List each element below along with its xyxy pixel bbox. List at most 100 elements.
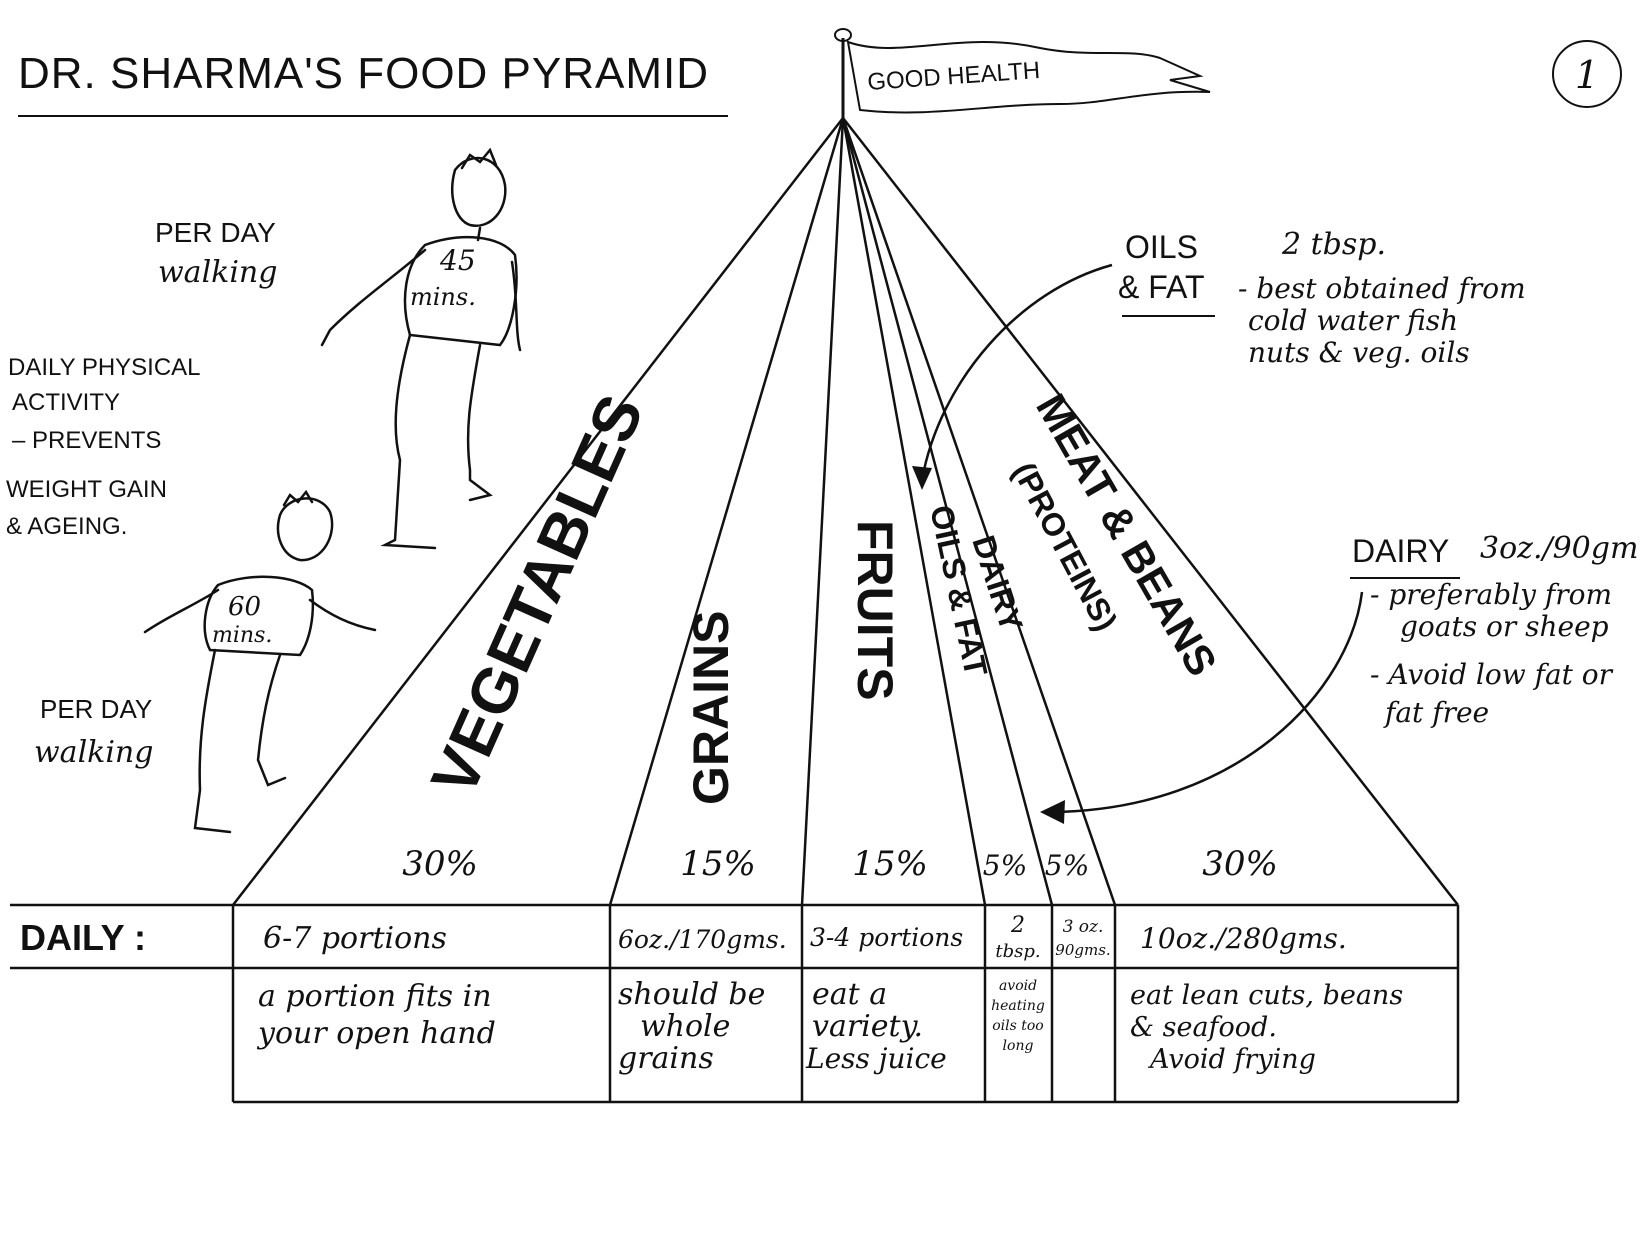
child-head	[276, 497, 334, 562]
pyramid-left-edge	[232, 117, 844, 906]
divider-vegetables-grains	[608, 117, 845, 906]
percent-dairy: 5%	[1045, 849, 1089, 882]
daily-grains: 6oz./170gms.	[618, 925, 787, 954]
section-label-grains: GRAINS	[683, 611, 739, 805]
oils-callout: OILS & FAT 2 tbsp. - best obtained from …	[912, 227, 1526, 490]
child-walker-figure	[143, 489, 377, 834]
oils-callout-label-1: OILS	[1125, 229, 1198, 265]
note-fruits-2: variety.	[812, 1009, 923, 1044]
section-label-fruits: FRUITS	[847, 520, 903, 701]
dairy-callout: DAIRY 3oz./90gm - preferably from goats …	[1040, 531, 1638, 824]
daily-table	[10, 903, 1460, 1104]
oils-callout-line-3: nuts & veg. oils	[1248, 336, 1470, 369]
adult-walk-label-1: PER DAY	[155, 217, 276, 248]
child-torso	[203, 575, 315, 657]
percent-meat: 30%	[1202, 844, 1278, 884]
adult-torso	[403, 235, 518, 347]
daily-vegetables: 6-7 portions	[263, 921, 447, 956]
dairy-callout-arrow	[1051, 591, 1364, 814]
pyramid-right-edge	[842, 117, 1459, 906]
adult-left-leg	[380, 333, 437, 550]
oils-callout-line-1: - best obtained from	[1238, 272, 1526, 305]
daily-dairy-line1: 3 oz.	[1063, 917, 1104, 937]
percent-oils: 5%	[983, 849, 1027, 882]
dairy-callout-line-4: fat free	[1383, 696, 1489, 729]
section-label-vegetables: VEGETABLES	[417, 384, 657, 805]
child-hair	[282, 489, 314, 507]
activity-note-4: WEIGHT GAIN	[6, 476, 167, 503]
child-right-arm	[308, 598, 377, 632]
adult-walker-figure	[320, 147, 522, 550]
note-grains-2: whole	[640, 1009, 730, 1044]
child-shirt-line-2: mins.	[212, 623, 272, 648]
note-meat-2: & seafood.	[1130, 1012, 1277, 1043]
daily-oils-line2: tbsp.	[995, 941, 1040, 962]
flag-text: GOOD HEALTH	[867, 57, 1041, 96]
daily-meat: 10oz./280gms.	[1140, 922, 1347, 955]
adult-shirt-line-1: 45	[439, 244, 476, 277]
child-walk-label-2: walking	[34, 735, 153, 770]
adult-left-arm	[320, 248, 427, 347]
dairy-callout-line-2: goats or sheep	[1400, 610, 1609, 643]
note-meat-3: Avoid frying	[1147, 1044, 1316, 1075]
oils-callout-label-2: & FAT	[1118, 269, 1205, 305]
note-grains-3: grains	[618, 1041, 714, 1076]
daily-fruits: 3-4 portions	[810, 923, 963, 952]
note-meat-1: eat lean cuts, beans	[1130, 980, 1403, 1011]
dairy-callout-label: DAIRY	[1352, 533, 1449, 569]
child-right-leg	[256, 653, 287, 787]
adult-walk-label-2: walking	[158, 255, 277, 290]
adult-shirt-line-2: mins.	[410, 283, 476, 311]
activity-note-5: & AGEING.	[6, 513, 127, 540]
divider-fruits-oils	[841, 117, 987, 906]
child-shirt-line-1: 60	[228, 592, 261, 622]
activity-note-3: – PREVENTS	[12, 427, 161, 454]
note-oils-1: avoid	[999, 978, 1037, 994]
percent-grains: 15%	[680, 844, 756, 884]
notes-row: a portion fits in your open hand should …	[256, 977, 1403, 1076]
adult-right-arm	[510, 260, 522, 352]
note-oils-3: oils too	[992, 1018, 1044, 1034]
page-number: 1	[1575, 53, 1599, 97]
note-fruits-3: Less juice	[805, 1042, 947, 1075]
page-number-badge: 1	[1552, 40, 1622, 108]
page-title: DR. SHARMA'S FOOD PYRAMID	[18, 49, 709, 98]
oils-callout-line-2: cold water fish	[1248, 304, 1458, 337]
child-left-leg	[193, 648, 232, 834]
oils-callout-arrow	[920, 263, 1113, 481]
note-fruits-1: eat a	[812, 977, 887, 1012]
flag-pole-finial	[834, 28, 852, 42]
dairy-callout-line-3: - Avoid low fat or	[1370, 658, 1614, 691]
note-grains-1: should be	[618, 977, 765, 1012]
divider-grains-fruits	[800, 117, 845, 906]
daily-oils-line1: 2	[1010, 913, 1025, 938]
flag: GOOD HEALTH	[834, 28, 1211, 118]
note-vegetables-2: your open hand	[256, 1016, 496, 1051]
adult-right-leg	[466, 343, 493, 502]
divider-dairy-meat	[841, 117, 1117, 906]
dairy-callout-amount: 3oz./90gm	[1480, 531, 1638, 566]
daily-label: DAILY :	[20, 917, 146, 958]
divider-oils-dairy	[841, 117, 1054, 906]
oils-callout-amount: 2 tbsp.	[1281, 227, 1386, 262]
percent-fruits: 15%	[852, 844, 928, 884]
flag-banner	[846, 40, 1211, 114]
oils-callout-arrowhead	[912, 466, 932, 490]
percent-row: 30% 15% 15% 5% 5% 30%	[402, 844, 1278, 884]
note-oils-2: heating	[991, 998, 1045, 1014]
child-walk-label-1: PER DAY	[40, 694, 152, 724]
percent-vegetables: 30%	[402, 844, 478, 884]
activity-note-2: ACTIVITY	[12, 389, 120, 416]
note-oils-4: long	[1003, 1038, 1034, 1054]
dairy-callout-arrowhead	[1040, 800, 1065, 824]
adult-head	[451, 156, 507, 228]
pyramid-lines	[232, 117, 1459, 906]
exercise-notes: PER DAY walking DAILY PHYSICAL ACTIVITY …	[6, 217, 277, 770]
note-vegetables-1: a portion fits in	[258, 979, 492, 1014]
adult-hair	[460, 147, 498, 170]
dairy-callout-line-1: - preferably from	[1370, 578, 1612, 611]
activity-note-1: DAILY PHYSICAL	[8, 354, 201, 381]
daily-dairy-line2: 90gms.	[1055, 941, 1110, 959]
